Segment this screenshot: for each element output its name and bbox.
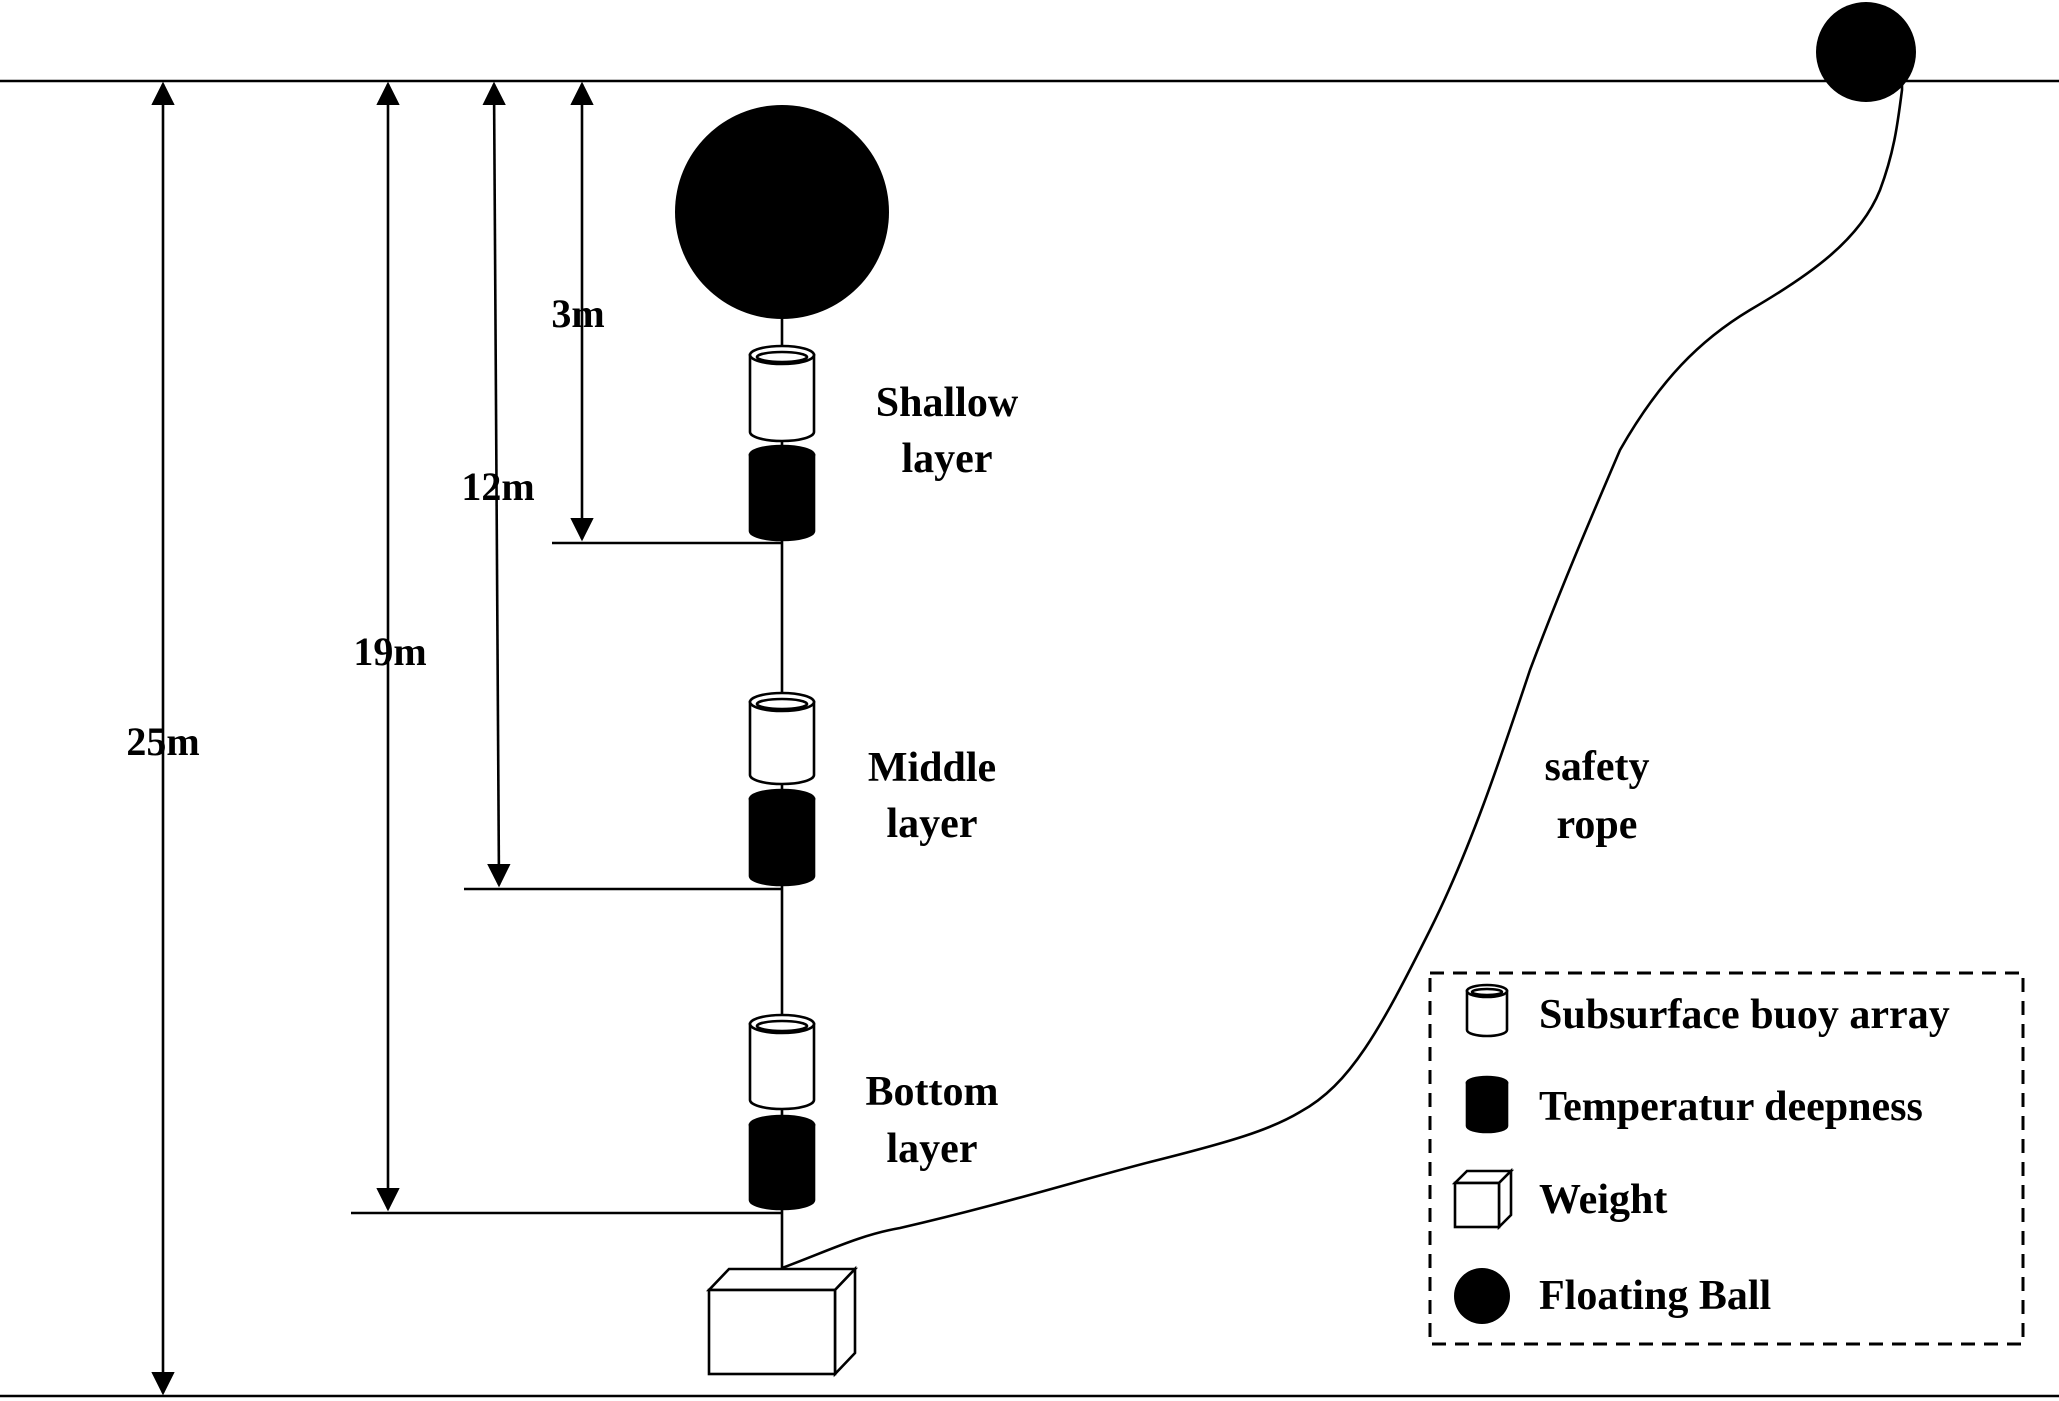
subsurface-floating-ball: [675, 105, 889, 319]
safety-rope: [781, 81, 1904, 1270]
bottom-layer-label-line2: layer: [887, 1126, 978, 1172]
middle-layer-label-line2: layer: [887, 801, 978, 847]
middle-layer-label-line1: Middle: [868, 745, 996, 791]
shallow-layer-label-line1: Shallow: [876, 380, 1019, 426]
surface-floating-ball: [1816, 2, 1916, 102]
anchor-weight: [705, 1265, 859, 1378]
box-icon: [1451, 1167, 1515, 1231]
middle-buoy-array: [748, 691, 816, 786]
middle-temperature-sensor: [748, 788, 816, 887]
safety-rope-label-line2: rope: [1557, 802, 1638, 848]
shallow-buoy-array: [748, 344, 816, 443]
bottom-layer-label-line1: Bottom: [866, 1069, 999, 1115]
depth-label-3m: 3m: [551, 291, 604, 336]
legend: Subsurface buoy array Temperatur deepnes…: [1428, 971, 2025, 1346]
legend-label-buoy: Subsurface buoy array: [1539, 992, 1950, 1038]
black-cylinder-icon: [1465, 1075, 1509, 1134]
shallow-layer-label-line2: layer: [902, 436, 993, 482]
white-cylinder-icon: [1465, 983, 1509, 1038]
shallow-temperature-sensor: [748, 444, 816, 542]
legend-label-floating-ball: Floating Ball: [1539, 1273, 1771, 1319]
bottom-temperature-sensor: [748, 1114, 816, 1211]
safety-rope-label-line1: safety: [1545, 744, 1650, 790]
bottom-buoy-array: [748, 1013, 816, 1111]
depth-label-19m: 19m: [353, 629, 426, 674]
depth-arrow-12m: [482, 81, 511, 888]
legend-label-temperature: Temperatur deepness: [1539, 1084, 1923, 1130]
black-circle-icon: [1454, 1268, 1510, 1324]
depth-label-12m: 12m: [461, 464, 534, 509]
depth-label-25m: 25m: [126, 719, 199, 764]
legend-label-weight: Weight: [1539, 1177, 1667, 1223]
